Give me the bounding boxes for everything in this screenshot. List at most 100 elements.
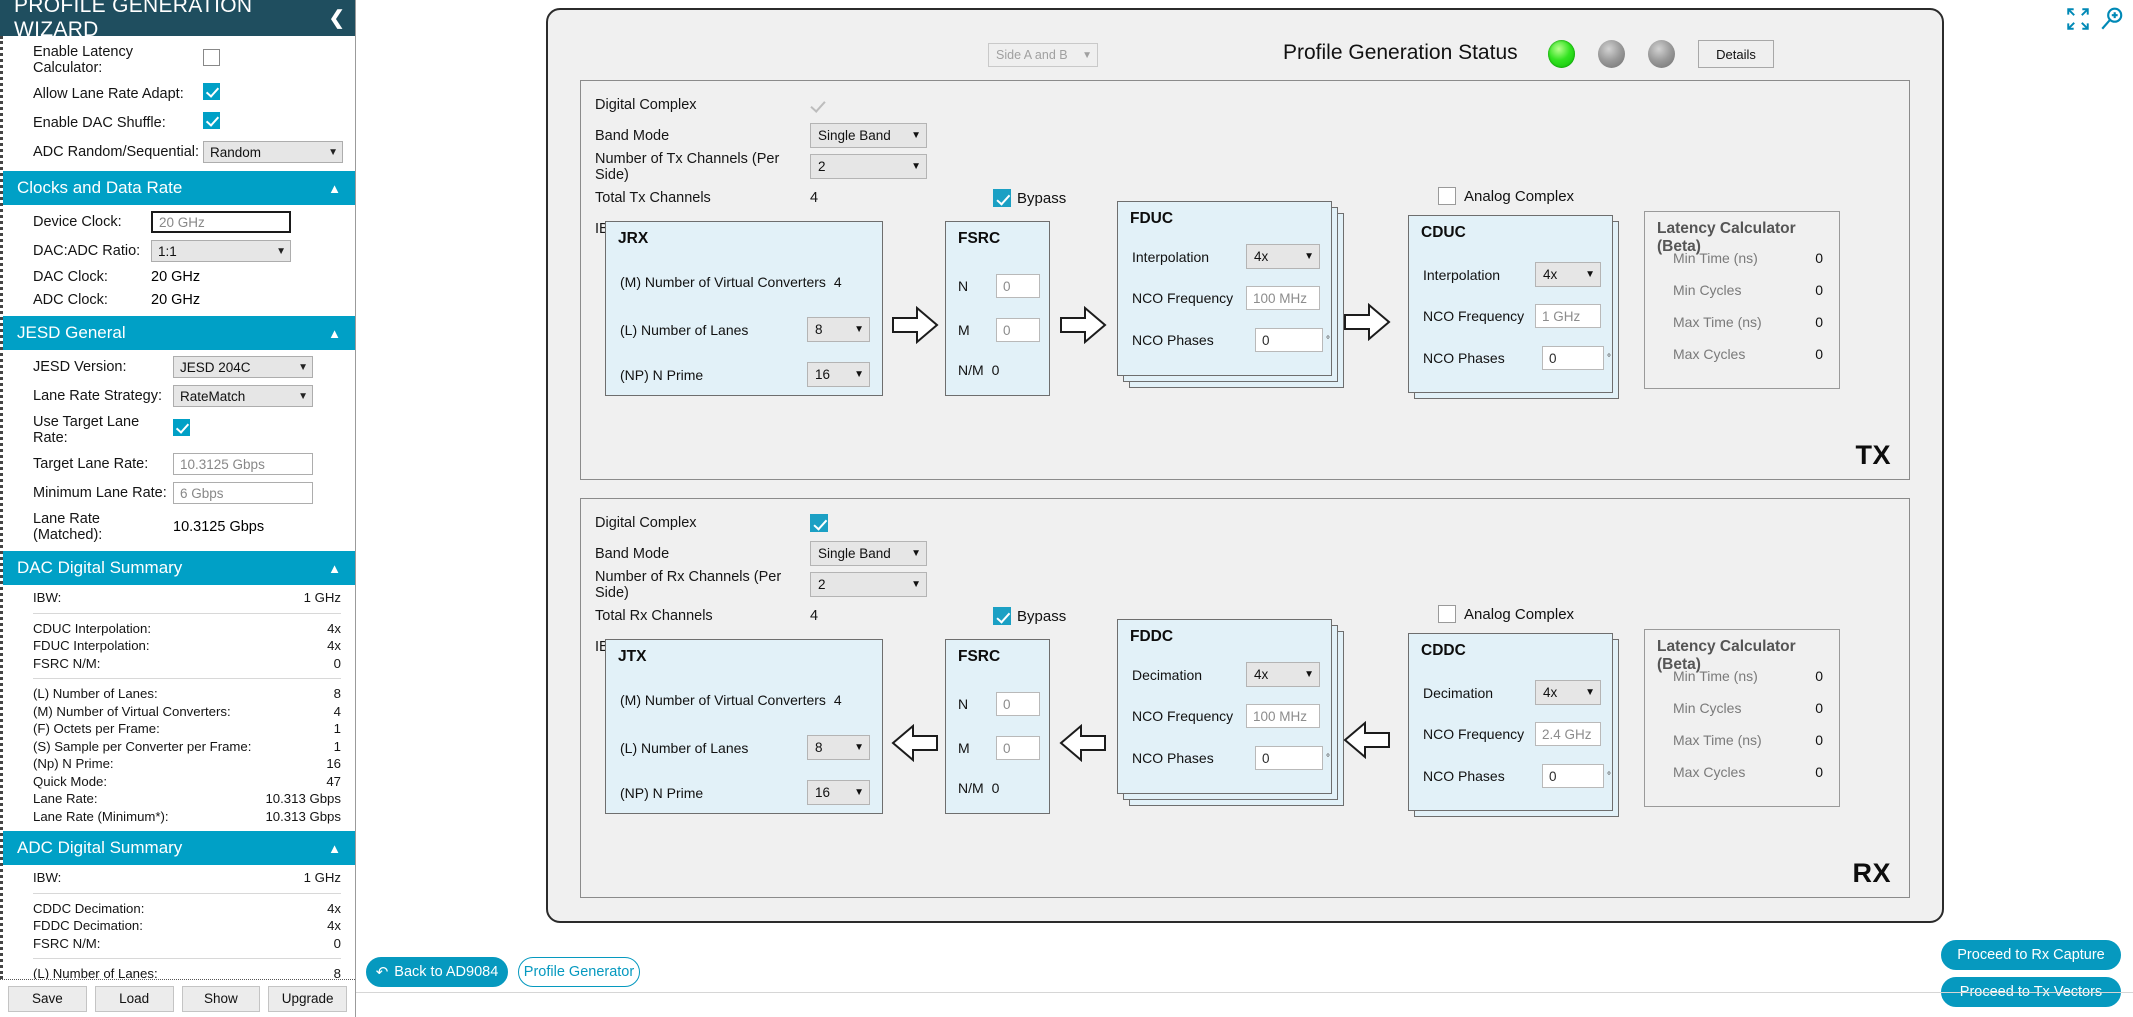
adc-random-sequential-dropdown[interactable]: Random ▼ (203, 141, 343, 163)
summary-row: CDUC Interpolation: 4x (33, 620, 341, 638)
dac-clock-label: DAC Clock: (33, 269, 108, 285)
rx-digital-complex-label: Digital Complex (595, 514, 697, 531)
cddc-decimation-dropdown[interactable]: 4x ▼ (1535, 680, 1601, 705)
rx-fsrc-n-input[interactable]: 0 (996, 692, 1040, 716)
divider (33, 678, 341, 679)
cduc-nco-frequency-input[interactable]: 1 GHz (1535, 304, 1601, 328)
jrx-l-dropdown[interactable]: 8 ▼ (807, 317, 870, 342)
fddc-decimation-label: Decimation (1132, 666, 1203, 683)
upgrade-button[interactable]: Upgrade (268, 985, 347, 1012)
undo-icon: ↶ (375, 964, 389, 981)
fduc-nco-frequency-label: NCO Frequency (1132, 290, 1234, 306)
cduc-nco-phases-input[interactable]: 0 (1542, 346, 1604, 370)
cduc-block: CDUC Interpolation 4x ▼ NCO Frequency 1 … (1408, 215, 1613, 393)
adc-random-sequential-label: ADC Random/Sequential: (33, 144, 200, 160)
device-clock-label: Device Clock: (33, 214, 122, 230)
target-lane-rate-value: 10.3125 Gbps (180, 456, 265, 472)
sidebar-scroll-area[interactable]: Enable Latency Calculator: Allow Lane Ra… (0, 36, 355, 979)
rx-bypass-checkbox[interactable] (993, 607, 1011, 625)
show-button[interactable]: Show (181, 985, 261, 1012)
chevron-down-icon: ▼ (1585, 269, 1595, 280)
summary-row: (L) Number of Lanes:8 (33, 685, 341, 703)
tx-analog-complex-checkbox[interactable] (1438, 187, 1456, 205)
summary-row: Quick Mode:47 (33, 773, 341, 791)
details-button[interactable]: Details (1698, 40, 1774, 68)
rx-fsrc-m-input[interactable]: 0 (996, 736, 1040, 760)
section-header-clocks-and-data-rate[interactable]: Clocks and Data Rate ▲ (3, 171, 355, 205)
summary-value: 4x (327, 918, 341, 933)
fduc-nco-frequency-value: 100 MHz (1253, 290, 1308, 306)
arrow-right-icon (1059, 305, 1107, 349)
target-lane-rate-input[interactable]: 10.3125 Gbps (173, 453, 313, 475)
arrow-left-icon (1059, 723, 1107, 767)
rx-channels-value: 2 (818, 577, 826, 592)
use-target-lane-rate-checkbox[interactable] (173, 419, 190, 436)
jtx-np-dropdown[interactable]: 16 ▼ (807, 780, 870, 805)
fduc-interpolation-dropdown[interactable]: 4x ▼ (1246, 244, 1320, 269)
jrx-np-dropdown[interactable]: 16 ▼ (807, 362, 870, 387)
adc-random-sequential-value: Random (210, 144, 262, 160)
cddc-nco-frequency-input[interactable]: 2.4 GHz (1535, 722, 1601, 746)
dac-adc-ratio-value: 1:1 (158, 243, 177, 259)
save-button[interactable]: Save (8, 985, 87, 1012)
tx-bypass-checkbox[interactable] (993, 189, 1011, 207)
device-clock-input[interactable]: 20 GHz (151, 211, 291, 233)
arrow-left-icon (1343, 720, 1391, 764)
tx-latency-value: 0 (1815, 346, 1823, 362)
fddc-nco-frequency-input[interactable]: 100 MHz (1246, 704, 1320, 728)
summary-key: (L) Number of Lanes: (33, 686, 158, 701)
enable-latency-calculator-checkbox[interactable] (203, 49, 220, 66)
tx-band-mode-dropdown[interactable]: Single Band ▼ (810, 123, 927, 148)
fduc-nco-phases-input[interactable]: 0 (1255, 328, 1323, 352)
side-selector-dropdown[interactable]: Side A and B ▼ (988, 43, 1098, 67)
tx-tag: TX (1855, 440, 1891, 470)
jrx-block: JRX (M) Number of Virtual Converters 4 (… (605, 221, 883, 396)
minimum-lane-rate-input[interactable]: 6 Gbps (173, 482, 313, 504)
tx-channels-dropdown[interactable]: 2 ▼ (810, 154, 927, 179)
zoom-in-icon[interactable] (2099, 6, 2125, 32)
enable-dac-shuffle-checkbox[interactable] (203, 112, 220, 129)
load-button[interactable]: Load (94, 985, 174, 1012)
tx-fsrc-n-input[interactable]: 0 (996, 274, 1040, 298)
jtx-l-dropdown[interactable]: 8 ▼ (807, 735, 870, 760)
rx-channels-dropdown[interactable]: 2 ▼ (810, 572, 927, 597)
wizard-title-bar: PROFILE GENERATION WIZARD ❮ (0, 0, 355, 41)
rx-fsrc-m-label: M (958, 740, 970, 756)
summary-value: 4x (327, 638, 341, 653)
rx-fsrc-block: FSRC N 0 M 0 N/M 0 (945, 639, 1050, 814)
expand-icon[interactable] (2065, 6, 2091, 32)
lane-rate-strategy-dropdown[interactable]: RateMatch ▼ (173, 385, 313, 407)
section-header-dac-digital-summary[interactable]: DAC Digital Summary ▲ (3, 551, 355, 585)
rx-band-mode-dropdown[interactable]: Single Band ▼ (810, 541, 927, 566)
section-title: ADC Digital Summary (17, 838, 183, 857)
chevron-down-icon: ▼ (1304, 669, 1314, 680)
summary-value: 8 (333, 966, 341, 979)
summary-key: CDDC Decimation: (33, 900, 145, 916)
fddc-decimation-dropdown[interactable]: 4x ▼ (1246, 662, 1320, 687)
rx-latency-calculator-panel: Latency Calculator (Beta) Min Time (ns)0… (1644, 629, 1840, 807)
section-header-jesd-general[interactable]: JESD General ▲ (3, 316, 355, 350)
dac-adc-ratio-dropdown[interactable]: 1:1 ▼ (151, 240, 291, 262)
cduc-interpolation-dropdown[interactable]: 4x ▼ (1535, 262, 1601, 287)
chevron-left-icon[interactable]: ❮ (328, 7, 345, 29)
tx-latency-key: Max Cycles (1673, 346, 1746, 362)
allow-lane-rate-adapt-checkbox[interactable] (203, 83, 220, 100)
tx-digital-complex-checkbox[interactable] (810, 96, 828, 114)
rx-digital-complex-checkbox[interactable] (810, 513, 828, 532)
proceed-to-rx-capture-button[interactable]: Proceed to Rx Capture (1941, 940, 2121, 970)
tx-band-mode-value: Single Band (818, 128, 891, 143)
fduc-nco-frequency-input[interactable]: 100 MHz (1246, 286, 1320, 310)
back-to-ad9084-button[interactable]: ↶ Back to AD9084 (366, 957, 508, 987)
summary-row: Lane Rate:10.313 Gbps (33, 790, 341, 808)
rx-analog-complex-checkbox[interactable] (1438, 605, 1456, 623)
cddc-nco-phases-input[interactable]: 0 (1542, 764, 1604, 788)
summary-key: Quick Mode: (33, 773, 108, 789)
section-header-adc-digital-summary[interactable]: ADC Digital Summary ▲ (3, 831, 355, 865)
jtx-l-label: (L) Number of Lanes (620, 739, 749, 756)
tx-fsrc-m-input[interactable]: 0 (996, 318, 1040, 342)
jrx-l-label: (L) Number of Lanes (620, 321, 749, 338)
tx-latency-key: Max Time (ns) (1673, 314, 1762, 330)
jesd-version-dropdown[interactable]: JESD 204C ▼ (173, 356, 313, 378)
profile-generator-button[interactable]: Profile Generator (518, 957, 640, 987)
fddc-nco-phases-input[interactable]: 0 (1255, 746, 1323, 770)
